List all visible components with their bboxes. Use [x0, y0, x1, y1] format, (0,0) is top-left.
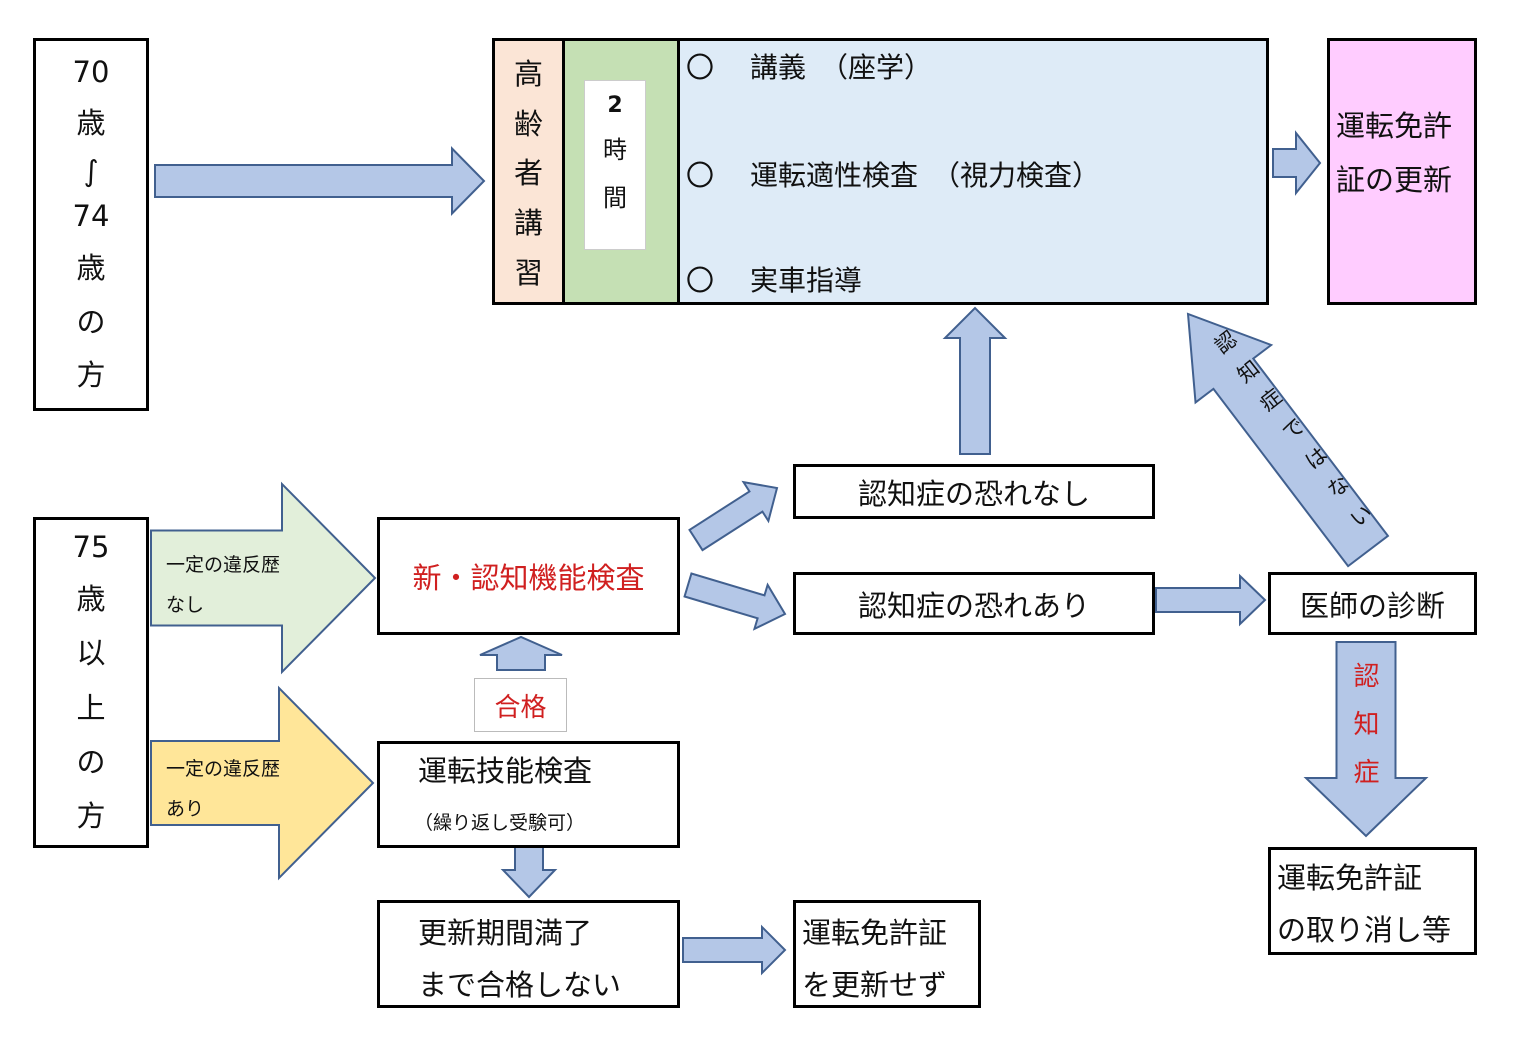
- item-label: 運転適性検査 （視力検査）: [750, 159, 1101, 192]
- violation-label: 一定の違反歴 あり: [166, 749, 280, 829]
- text-line: 運転免許証: [1277, 861, 1423, 895]
- arrow-to-course-icon: [154, 146, 486, 216]
- age-line: の: [76, 304, 106, 339]
- no-risk-box: 認知症の恐れなし: [793, 464, 1155, 519]
- pass-label: 合格: [474, 678, 567, 732]
- label-char: 知: [1353, 709, 1380, 740]
- item-label: 実車指導: [750, 264, 863, 297]
- label-char: 認: [1353, 661, 1380, 692]
- age-70-74-box: 70 歳 ∫ 74 歳 の 方: [33, 38, 149, 411]
- age-line: 歳: [76, 582, 106, 617]
- age-line: ∫: [83, 153, 99, 188]
- label-line: なし: [166, 594, 205, 616]
- arrow-to-risk-icon: [683, 572, 787, 631]
- arrow-not-renewed-icon: [682, 924, 787, 976]
- text-line: 運転免許証: [802, 916, 948, 950]
- skill-test-title: 運転技能検査: [418, 754, 593, 788]
- text-line: を更新せず: [802, 968, 948, 1002]
- course-title-char: 齢: [513, 106, 543, 141]
- duration-char: 間: [603, 183, 627, 212]
- age-line: 74: [72, 199, 110, 234]
- age-line: 歳: [76, 251, 106, 286]
- arrow-no-violation-icon: [150, 481, 377, 675]
- license-renewal-box: 運転免許 証の更新: [1327, 38, 1477, 305]
- driving-skill-test-box: 運転技能検査 （繰り返し受験可）: [377, 741, 680, 848]
- course-item-aptitude: 〇 運転適性検査 （視力検査）: [686, 154, 1100, 194]
- revocation-box: 運転免許証 の取り消し等: [1268, 847, 1477, 955]
- label-char: で: [1277, 413, 1310, 446]
- doctor-diagnosis-box: 医師の診断: [1268, 572, 1477, 635]
- cognitive-test-box: 新・認知機能検査: [377, 517, 680, 635]
- label-char: 症: [1353, 758, 1380, 789]
- label-line: 一定の違反歴: [166, 554, 281, 576]
- skill-test-note: （繰り返し受験可）: [414, 812, 586, 834]
- dementia-label: 認 知 症: [1337, 650, 1396, 795]
- course-item-lecture: 〇 講義 （座学）: [686, 46, 932, 86]
- course-item-driving: 〇 実車指導: [686, 259, 862, 299]
- circle-mark: 〇: [686, 264, 715, 297]
- no-violation-label: 一定の違反歴 なし: [166, 545, 280, 625]
- duration-label: 2 時 間: [584, 80, 646, 250]
- duration-char: 時: [603, 136, 627, 165]
- arrow-to-no-risk-icon: [688, 480, 779, 552]
- arrow-violation-icon: [150, 685, 375, 881]
- arrow-pass-up-icon: [479, 635, 563, 671]
- arrow-skill-down-icon: [500, 846, 558, 899]
- label-char: 症: [1255, 384, 1287, 417]
- age-line: 以: [76, 636, 106, 671]
- arrow-to-doctor-icon: [1155, 573, 1267, 627]
- circle-mark: 〇: [686, 159, 715, 192]
- age-line: 70: [72, 54, 110, 89]
- label-char: 知: [1232, 355, 1265, 388]
- arrow-dementia-down-icon: [1303, 641, 1429, 838]
- risk-box: 認知症の恐れあり: [793, 572, 1155, 635]
- age-line: 方: [76, 798, 106, 833]
- age-line: 方: [76, 358, 106, 393]
- age-75-plus-box: 75 歳 以 上 の 方: [33, 517, 149, 848]
- course-title-char: 習: [513, 256, 543, 291]
- circle-mark: 〇: [686, 51, 715, 84]
- label-char: な: [1323, 471, 1355, 503]
- age-line: 歳: [76, 106, 106, 141]
- renewal-line: 運転免許: [1336, 109, 1453, 143]
- label-char: は: [1300, 442, 1332, 475]
- renewal-line: 証の更新: [1336, 163, 1453, 197]
- label-line: あり: [166, 798, 205, 820]
- arrow-to-renewal-icon: [1272, 130, 1322, 196]
- item-label: 講義 （座学）: [750, 51, 933, 84]
- age-line: 上: [76, 690, 106, 725]
- course-title-char: 者: [513, 156, 543, 191]
- text-line: まで合格しない: [418, 968, 622, 1002]
- text-line: 更新期間満了: [418, 916, 593, 950]
- age-line: 75: [72, 530, 110, 565]
- course-title-column: 高 齢 者 講 習: [492, 38, 565, 305]
- age-line: の: [76, 744, 106, 779]
- course-title-char: 講: [513, 206, 543, 241]
- duration-hours: 2: [607, 93, 623, 119]
- arrow-up-to-course-icon: [942, 306, 1008, 455]
- not-renewed-box: 運転免許証 を更新せず: [793, 900, 981, 1008]
- not-passed-box: 更新期間満了 まで合格しない: [377, 900, 680, 1008]
- label-line: 一定の違反歴: [166, 758, 281, 780]
- text-line: の取り消し等: [1277, 913, 1452, 947]
- arrow-not-dementia-icon: [1186, 312, 1390, 568]
- course-title-char: 高: [513, 56, 543, 91]
